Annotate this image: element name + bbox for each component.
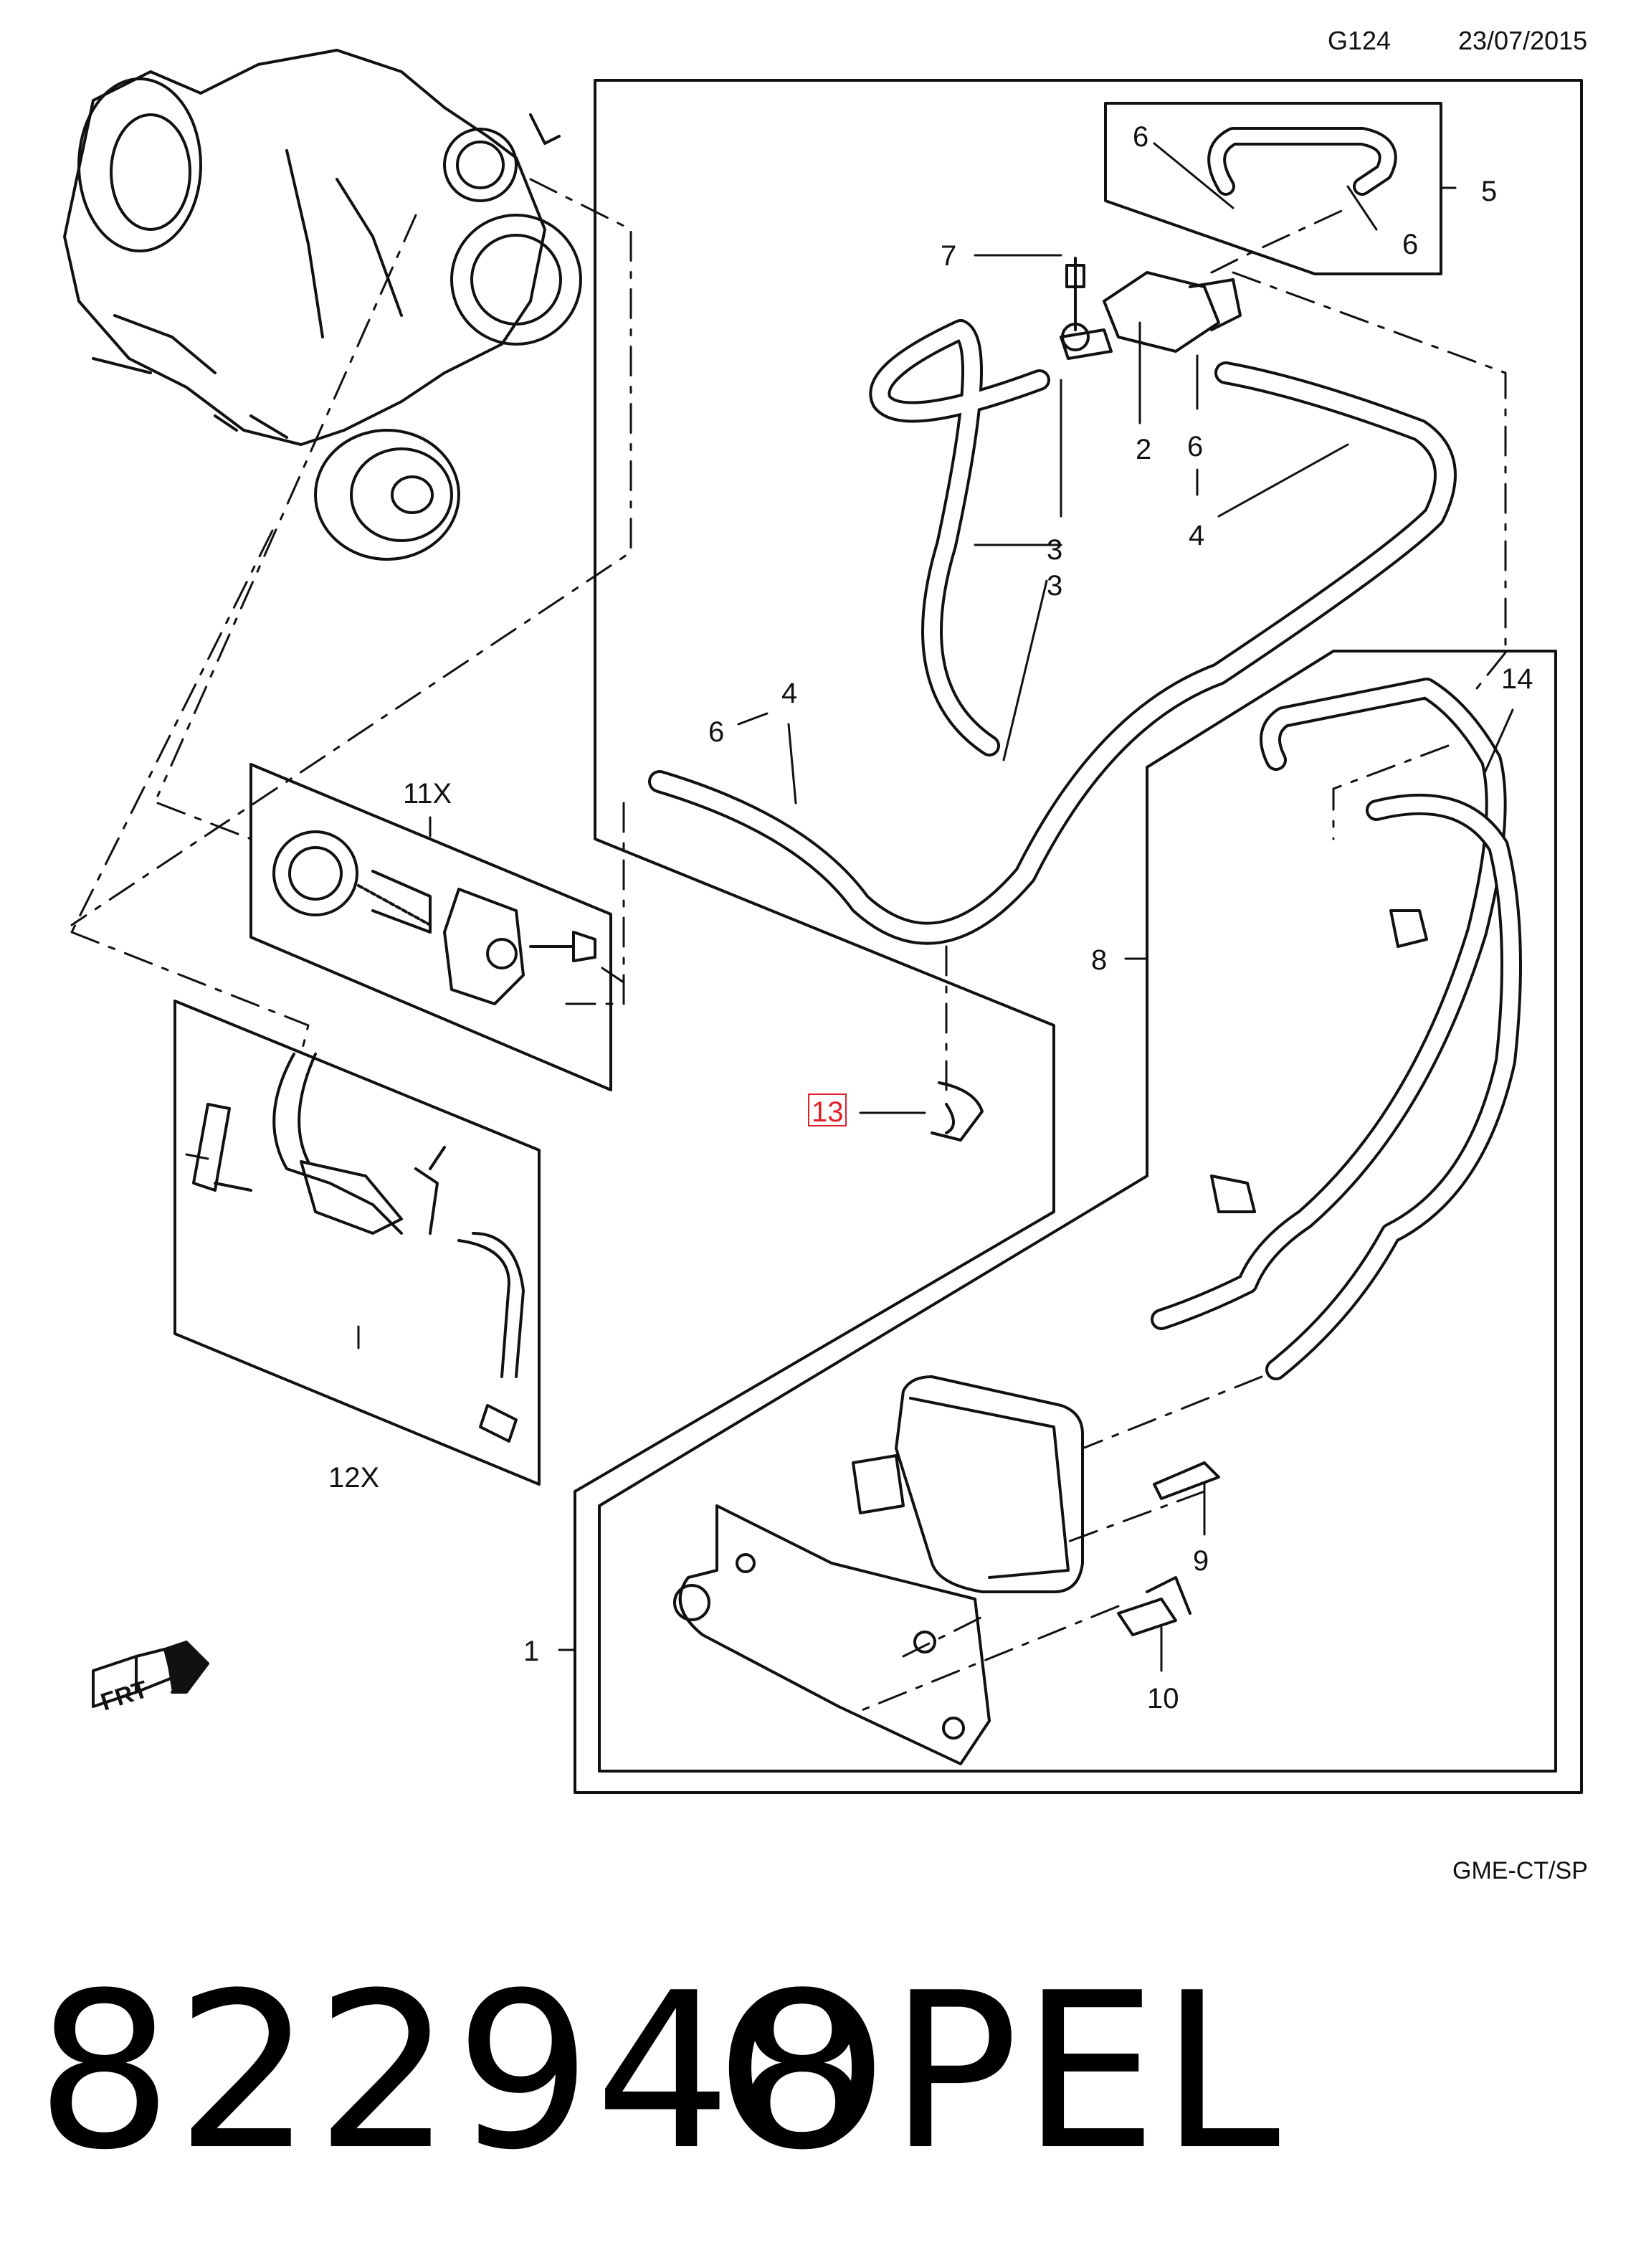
callout-14: 14 [1501,663,1533,695]
brand-name: OPEL [717,1947,1283,2197]
part-number: 822948 [36,1947,875,2197]
callout-3: 3 [1047,534,1062,566]
callout-6-4: 6 [708,716,724,748]
callout-4: 4 [781,678,797,709]
header-date: 23/07/2015 [1458,26,1588,55]
front-direction-arrow-icon [92,1641,209,1708]
callout-5: 5 [1481,176,1497,207]
callout-7: 7 [941,240,956,272]
header-code: G124 [1328,26,1392,55]
callout-6: 6 [1133,121,1148,153]
callout-3-2: 3 [1047,570,1062,602]
canister-drawing [673,1375,1220,1765]
callout-6-3: 6 [1187,431,1203,462]
callout-10: 10 [1147,1683,1179,1714]
frame-12x [173,1000,541,1486]
source-code: GME-CT/SP [1452,1857,1588,1884]
callout-9: 9 [1193,1545,1209,1577]
frame-8 [598,650,1557,1773]
callout-8: 8 [1091,944,1107,976]
frt-label: FRT [97,1676,151,1717]
callout-13[interactable]: 13 [812,1096,844,1128]
turbocharger-drawing [63,49,582,561]
callout-2: 2 [1136,434,1151,465]
main-frame [574,79,1583,1794]
callout-13-highlight [808,1093,847,1126]
frame-5 [1104,102,1442,275]
callout-6-2: 6 [1402,229,1418,260]
frame-11x [249,763,612,1091]
callout-12x: 12X [328,1462,379,1494]
callout-4-2: 4 [1189,520,1204,551]
callout-1: 1 [523,1636,539,1667]
callout-11x: 11X [403,778,452,810]
